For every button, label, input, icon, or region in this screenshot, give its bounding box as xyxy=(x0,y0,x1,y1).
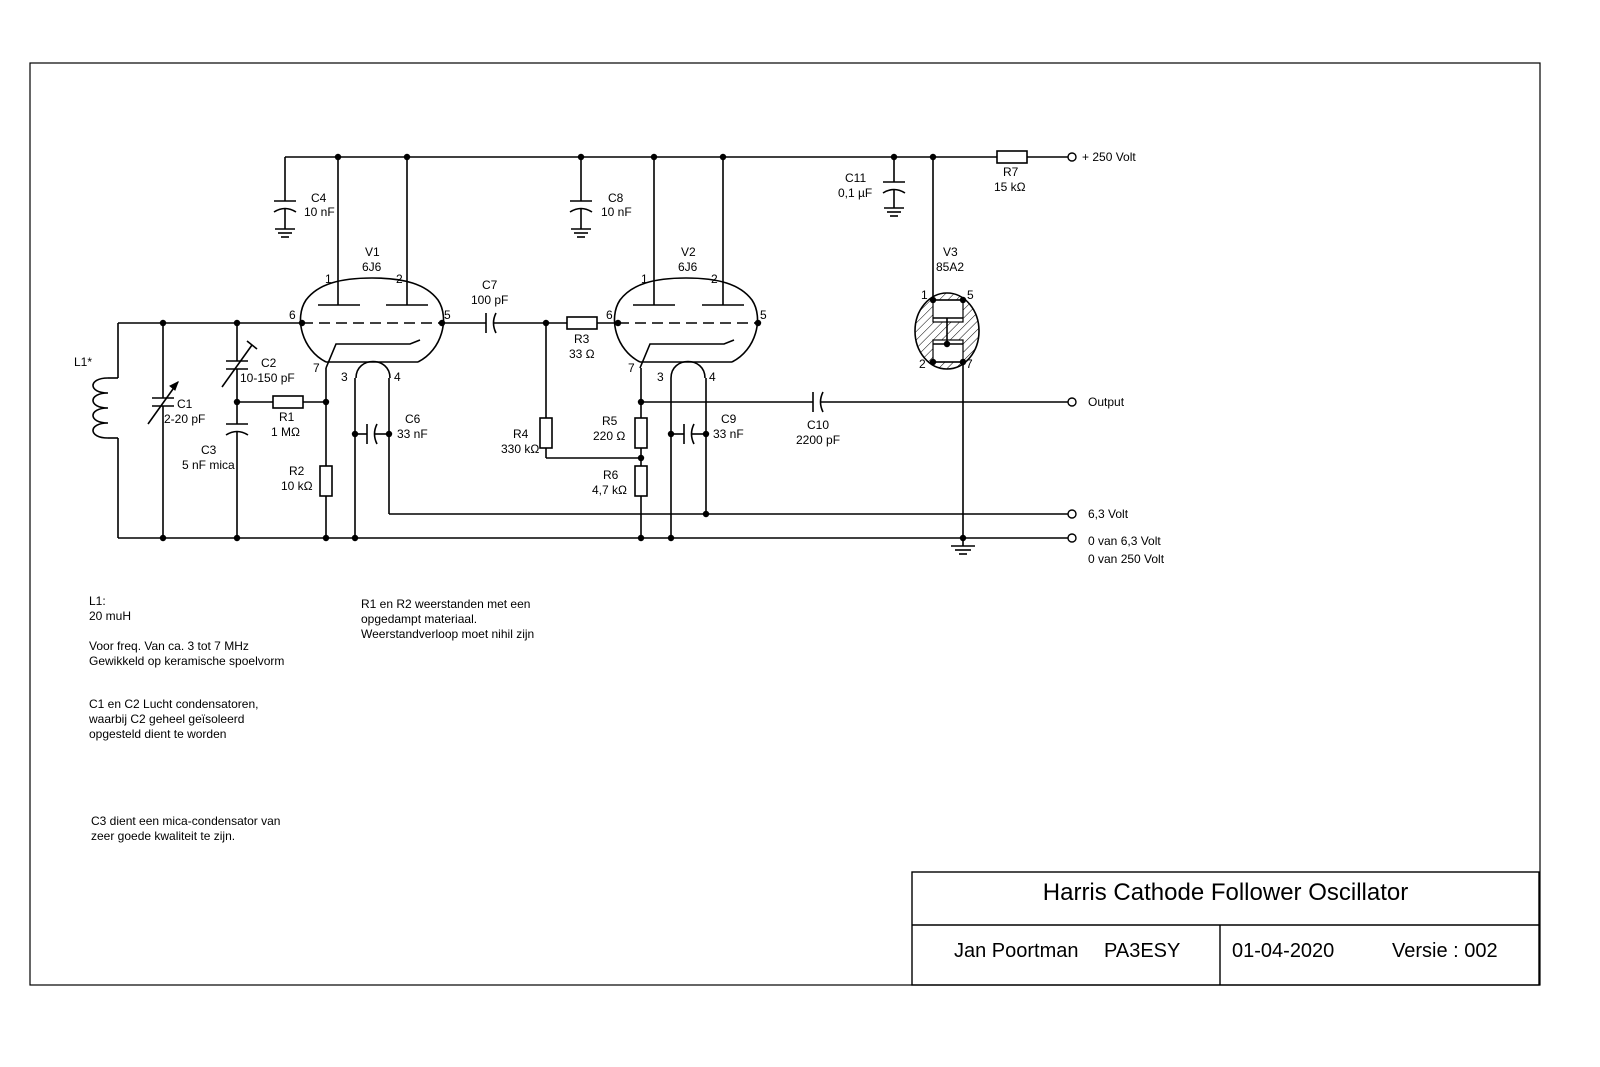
c2-name: C2 xyxy=(261,356,277,370)
drawing-title: Harris Cathode Follower Oscillator xyxy=(1042,879,1409,906)
terminal-ground-label-2: 0 van 250 Volt xyxy=(1088,552,1165,566)
resistor-r5 xyxy=(634,417,648,449)
r7-value: 15 kΩ xyxy=(994,180,1026,194)
resistor-r6 xyxy=(634,465,648,497)
capacitor-c2 xyxy=(221,323,258,424)
r4-value: 330 kΩ xyxy=(501,442,539,456)
resistor-r1 xyxy=(272,395,304,409)
c10-name: C10 xyxy=(807,418,829,432)
inductor-l1 xyxy=(92,377,118,439)
c9-name: C9 xyxy=(721,412,737,426)
v1-pin-5: 5 xyxy=(444,308,451,322)
junction-dots xyxy=(159,153,967,542)
r2-value: 10 kΩ xyxy=(281,479,313,493)
resistor-r2 xyxy=(319,465,333,497)
c7-value: 100 pF xyxy=(471,293,508,307)
r5-name: R5 xyxy=(602,414,618,428)
v2-pin-6: 6 xyxy=(606,308,613,322)
c8-name: C8 xyxy=(608,191,624,205)
r5-value: 220 Ω xyxy=(593,429,625,443)
v2-pin-7: 7 xyxy=(628,361,635,375)
c11-name: C11 xyxy=(845,171,866,185)
c1-name: C1 xyxy=(177,397,193,411)
capacitor-c1 xyxy=(147,323,179,538)
c10-value: 2200 pF xyxy=(796,433,840,447)
v1-pin-2: 2 xyxy=(396,272,403,286)
c2-value: 10-150 pF xyxy=(240,371,295,385)
capacitor-c4 xyxy=(273,157,297,238)
resistor-r3 xyxy=(566,316,598,330)
terminal-heater-label: 6,3 Volt xyxy=(1088,507,1129,521)
c6-name: C6 xyxy=(405,412,421,426)
v2-name: V2 xyxy=(681,245,696,259)
v2-pin-3: 3 xyxy=(657,370,664,384)
tube-v2 xyxy=(613,157,759,379)
v3-pin-5: 5 xyxy=(967,288,974,302)
tank-wiring xyxy=(117,322,1068,539)
v2-type: 6J6 xyxy=(678,260,698,274)
drawing-author: Jan Poortman xyxy=(954,940,1079,962)
c8-value: 10 nF xyxy=(601,205,632,219)
terminal-output-label: Output xyxy=(1088,395,1125,409)
v1-cathode-wiring xyxy=(325,368,1068,538)
r1-name: R1 xyxy=(279,410,295,424)
terminals xyxy=(1067,152,1077,543)
v3-pin-7: 7 xyxy=(966,357,973,371)
v1-type: 6J6 xyxy=(362,260,382,274)
c9-value: 33 nF xyxy=(713,427,744,441)
v3-type: 85A2 xyxy=(936,260,964,274)
r3-name: R3 xyxy=(574,332,590,346)
v2-pin-2: 2 xyxy=(711,272,718,286)
c3-value: 5 nF mica xyxy=(182,458,235,472)
capacitor-c11 xyxy=(882,157,906,217)
resistor-r4 xyxy=(539,417,553,449)
v2-pin-4: 4 xyxy=(709,370,716,384)
note-c3: C3 dient een mica-condensator van zeer g… xyxy=(91,814,281,843)
c4-name: C4 xyxy=(311,191,327,205)
v3-name: V3 xyxy=(943,245,958,259)
drawing-date: 01-04-2020 xyxy=(1232,940,1335,962)
v2-cathode-wiring xyxy=(640,368,1068,538)
resistor-r7 xyxy=(996,150,1028,164)
c3-name: C3 xyxy=(201,443,217,457)
c4-value: 10 nF xyxy=(304,205,335,219)
terminal-supply-label: + 250 Volt xyxy=(1082,150,1136,164)
terminal-ground-label-1: 0 van 6,3 Volt xyxy=(1088,534,1161,548)
v1-pin-4: 4 xyxy=(394,370,401,384)
note-r1-r2: R1 en R2 weerstanden met een opgedampt m… xyxy=(361,597,535,641)
v1-name: V1 xyxy=(365,245,380,259)
l1-name: L1* xyxy=(74,355,92,369)
title-block-frame xyxy=(911,871,1540,986)
r6-value: 4,7 kΩ xyxy=(592,483,627,497)
v1-pin-3: 3 xyxy=(341,370,348,384)
r2-name: R2 xyxy=(289,464,305,478)
c6-value: 33 nF xyxy=(397,427,428,441)
v1-pin-6: 6 xyxy=(289,308,296,322)
r6-name: R6 xyxy=(603,468,619,482)
v2-pin-1: 1 xyxy=(641,272,648,286)
r1-value: 1 MΩ xyxy=(271,425,300,439)
r4-name: R4 xyxy=(513,427,529,441)
v3-pin-1: 1 xyxy=(921,288,928,302)
v1-pin-7: 7 xyxy=(313,361,320,375)
v3-pin-2: 2 xyxy=(919,357,926,371)
c11-value: 0,1 µF xyxy=(838,186,872,200)
sheet-border xyxy=(29,62,1541,986)
c1-value: 2-20 pF xyxy=(164,412,205,426)
r7-name: R7 xyxy=(1003,165,1019,179)
v2-pin-5: 5 xyxy=(760,308,767,322)
c7-name: C7 xyxy=(482,278,498,292)
note-c1-c2: C1 en C2 Lucht condensatoren, waarbij C2… xyxy=(89,697,259,741)
note-l1: L1: 20 muH Voor freq. Van ca. 3 tot 7 MH… xyxy=(89,594,285,668)
v1-pin-1: 1 xyxy=(325,272,332,286)
capacitor-c8 xyxy=(569,157,593,238)
r3-value: 33 Ω xyxy=(569,347,595,361)
capacitor-c3 xyxy=(225,423,249,538)
drawing-version: Versie : 002 xyxy=(1392,940,1498,962)
coupling-wiring xyxy=(442,312,641,459)
tube-v3 xyxy=(914,157,980,538)
drawing-callsign: PA3ESY xyxy=(1104,940,1181,962)
